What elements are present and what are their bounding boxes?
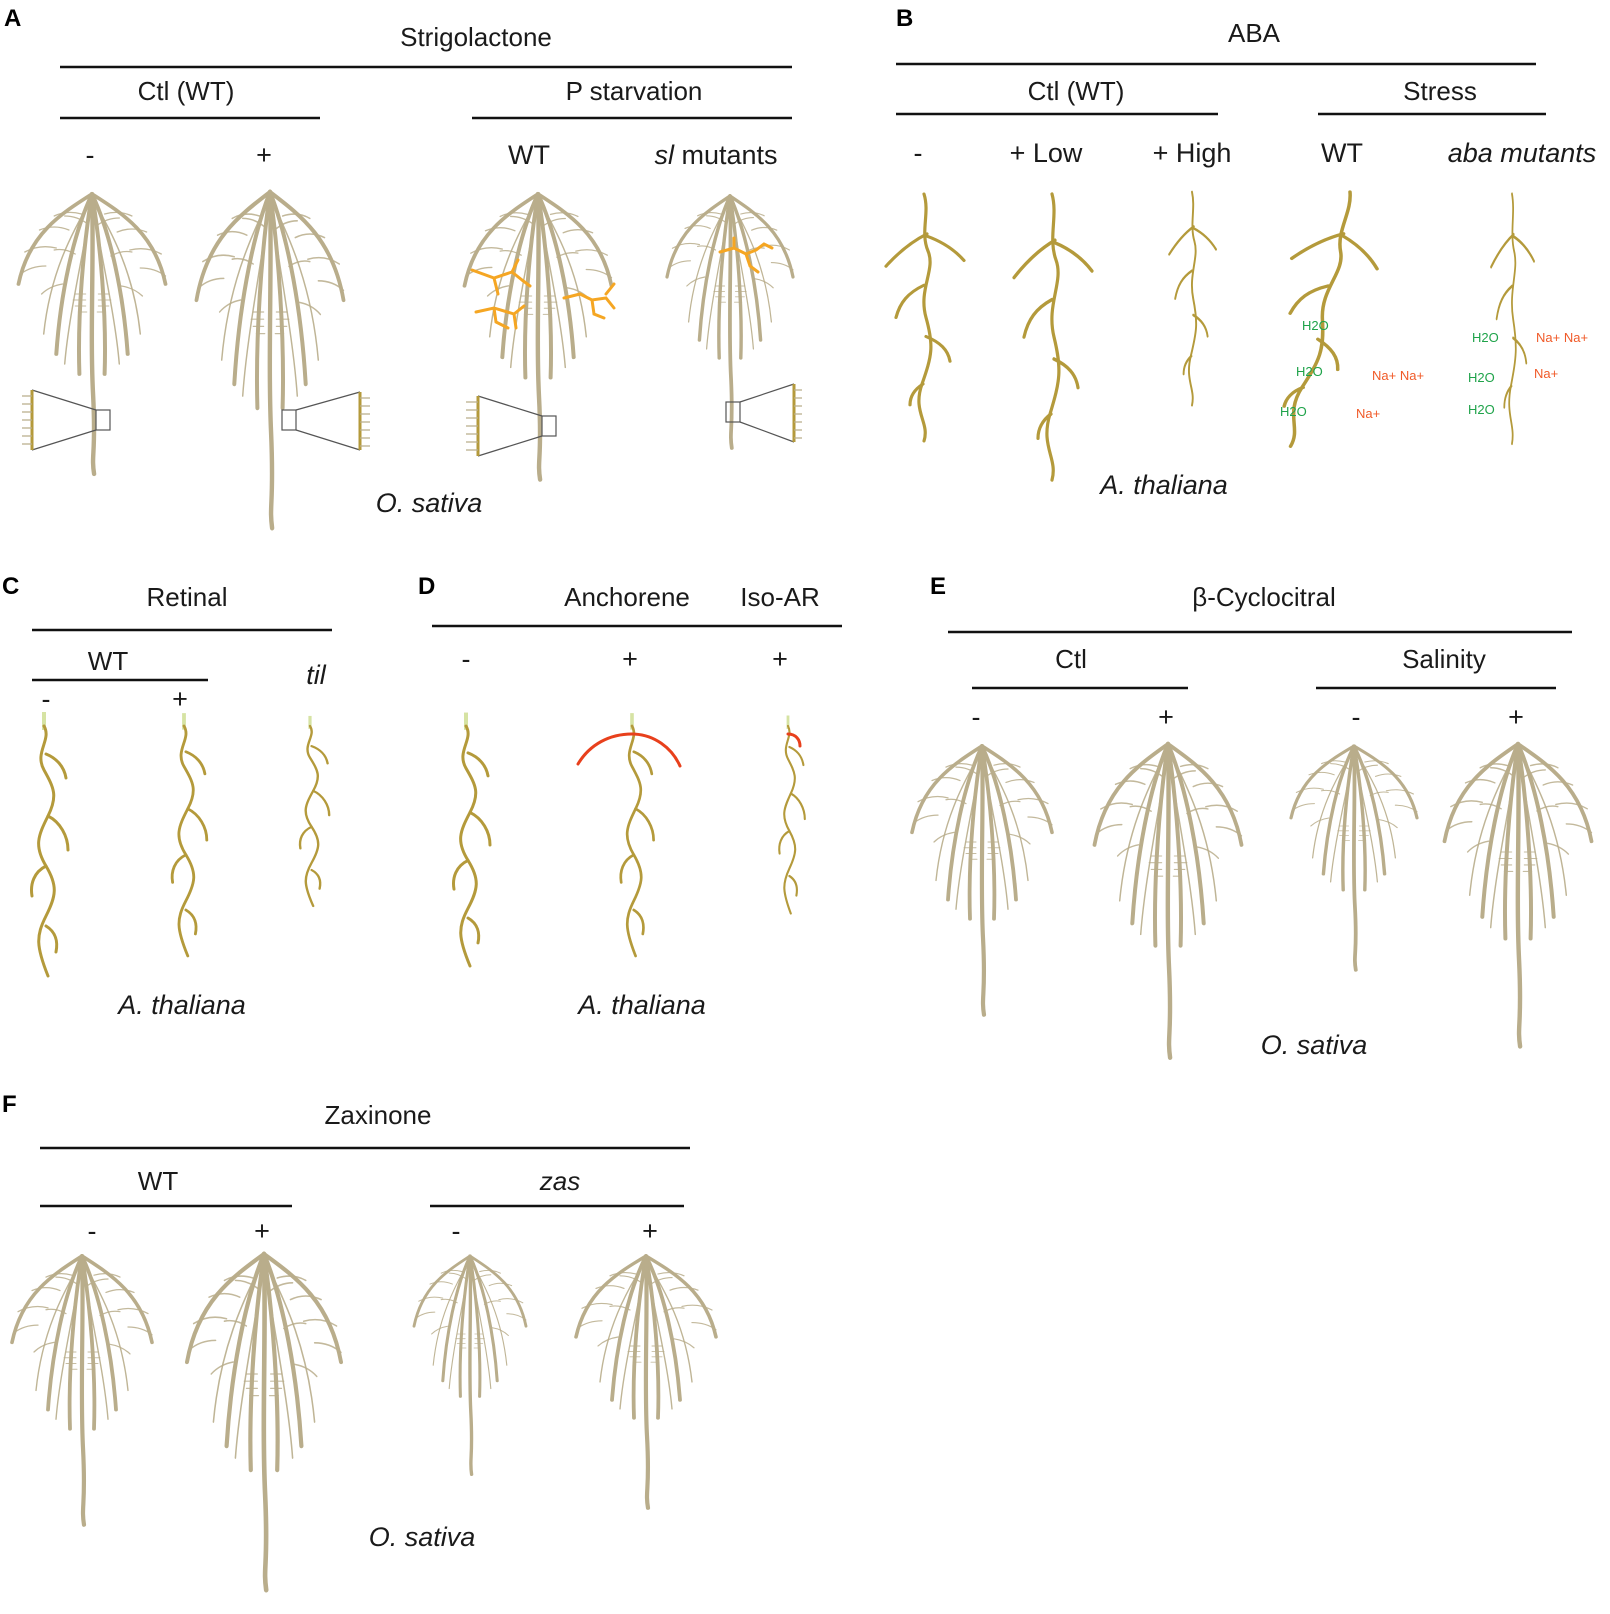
panel-c-minus: -	[42, 684, 51, 714]
rice-root-f-wt-plus	[187, 1254, 341, 1590]
rice-root-sl-mutant	[665, 194, 795, 450]
panel-b-group-stress: Stress	[1403, 76, 1477, 106]
panel-f: F Zaxinone WT zas - + - + O. sativa	[2, 1091, 716, 1590]
panel-a-plus: +	[256, 140, 272, 170]
panel-e-sal-minus: -	[1352, 702, 1361, 732]
panel-d-species: A. thaliana	[576, 990, 706, 1020]
panel-b-na-1: Na+	[1356, 406, 1380, 421]
panel-d: D Anchorene Iso-AR - + + A. thaliana	[418, 573, 842, 1020]
panel-f-letter: F	[2, 1091, 17, 1118]
panel-d-iso-ar: Iso-AR	[740, 582, 819, 612]
rice-root-f-zas-minus	[412, 1254, 528, 1477]
seedling-root-c-plus	[170, 711, 209, 958]
panel-f-species: O. sativa	[369, 1522, 476, 1552]
panel-b-na-pair-2: Na+ Na+	[1536, 330, 1588, 345]
panel-e-species: O. sativa	[1261, 1030, 1368, 1060]
panel-b-h2o-5: H2O	[1468, 370, 1495, 385]
panel-c-group-wt: WT	[88, 646, 129, 676]
panel-b-low: + Low	[1010, 138, 1083, 168]
panel-b-wt: WT	[1321, 138, 1363, 168]
panel-b-na-2: Na+	[1534, 366, 1558, 381]
panel-c-plus: +	[172, 684, 188, 714]
panel-b-letter: B	[896, 5, 913, 32]
panel-d-minus: -	[462, 644, 471, 674]
panel-b-title: ABA	[1228, 18, 1281, 48]
panel-b-minus: -	[914, 138, 923, 168]
seedling-root-d-anchorene	[618, 711, 656, 958]
rice-root-e-ctl-plus	[1095, 744, 1242, 1058]
panel-f-group-wt: WT	[138, 1166, 179, 1196]
panel-c-title: Retinal	[147, 582, 228, 612]
panel-b-aba-mutants: aba mutants	[1448, 138, 1597, 168]
panel-f-zas-minus: -	[452, 1216, 461, 1246]
seedling-root-c-til	[298, 714, 331, 908]
panel-a-wt: WT	[508, 140, 550, 170]
panel-f-group-zas: zas	[539, 1166, 580, 1196]
panel-d-plus-1: +	[622, 644, 638, 674]
panel-b-na-pair: Na+ Na+	[1372, 368, 1424, 383]
panel-a-zoom-insets	[31, 383, 795, 457]
panel-b-h2o-1: H2O	[1302, 318, 1329, 333]
panel-a-sl-mutants: sl mutants	[654, 140, 777, 170]
panel-d-plus-2: +	[772, 644, 788, 674]
rice-root-f-wt-minus	[12, 1256, 152, 1525]
panel-a-mutants-suffix: mutants	[674, 140, 778, 170]
panel-b-h2o-4: H2O	[1472, 330, 1499, 345]
panel-a-minus: -	[86, 140, 95, 170]
ath-root-low	[1012, 192, 1094, 482]
panel-a-title: Strigolactone	[400, 22, 552, 52]
seedling-root-d-minus	[451, 710, 492, 968]
panel-e-sal-plus: +	[1508, 702, 1524, 732]
panel-f-wt-plus: +	[254, 1216, 270, 1246]
panel-e-group-salinity: Salinity	[1402, 644, 1486, 674]
panel-a-group-ctl: Ctl (WT)	[138, 76, 235, 106]
panel-b-h2o-6: H2O	[1468, 402, 1495, 417]
panel-e-ctl-plus: +	[1158, 702, 1174, 732]
panel-e: E β-Cyclocitral Ctl Salinity - + - + O. …	[912, 573, 1592, 1060]
rice-root-f-zas-plus	[576, 1256, 716, 1508]
panel-b-species: A. thaliana	[1098, 470, 1228, 500]
panel-d-anchorene: Anchorene	[564, 582, 690, 612]
panel-a-letter: A	[4, 5, 21, 32]
panel-e-letter: E	[930, 573, 946, 600]
panel-c-letter: C	[2, 573, 19, 600]
panel-e-group-ctl: Ctl	[1055, 644, 1087, 674]
panel-a-group-pstarv: P starvation	[566, 76, 703, 106]
panel-a: A Strigolactone Ctl (WT) P starvation - …	[4, 5, 802, 528]
panel-b-h2o-3: H2O	[1280, 404, 1307, 419]
rice-root-e-sal-minus	[1289, 744, 1419, 972]
panel-b-h2o-2: H2O	[1296, 364, 1323, 379]
rice-root-ctl-plus	[197, 192, 344, 528]
panel-a-sl-italic: sl	[654, 140, 675, 170]
panel-f-title: Zaxinone	[325, 1100, 432, 1130]
panel-f-wt-minus: -	[88, 1216, 97, 1246]
ath-root-high	[1167, 190, 1218, 407]
ath-root-minus	[884, 192, 966, 443]
panel-e-ctl-minus: -	[972, 702, 981, 732]
panel-d-letter: D	[418, 573, 435, 600]
panel-f-zas-plus: +	[642, 1216, 658, 1246]
rice-root-ctl-minus	[19, 194, 166, 474]
panel-b-high: + High	[1153, 138, 1232, 168]
panel-b-group-ctl: Ctl (WT)	[1028, 76, 1125, 106]
panel-c: C Retinal WT til - + A. thaliana	[2, 573, 332, 1020]
panel-a-zoom-root-segments	[30, 384, 796, 456]
panel-c-species: A. thaliana	[116, 990, 246, 1020]
panel-e-title: β-Cyclocitral	[1192, 582, 1336, 612]
panel-b: B ABA Ctl (WT) Stress - + Low + High WT …	[884, 5, 1597, 500]
panel-a-species: O. sativa	[376, 488, 483, 518]
seedling-root-c-minus	[29, 710, 70, 978]
panel-a-zoom-root-hairs	[22, 389, 802, 451]
mycorrhiza-hyphae	[470, 236, 774, 330]
ath-root-aba-mutant	[1489, 192, 1536, 446]
rice-root-e-sal-plus	[1445, 744, 1592, 1046]
panel-c-til: til	[306, 660, 327, 690]
anchorene-shoot-roots	[576, 732, 802, 768]
rice-root-e-ctl-minus	[912, 746, 1052, 1015]
